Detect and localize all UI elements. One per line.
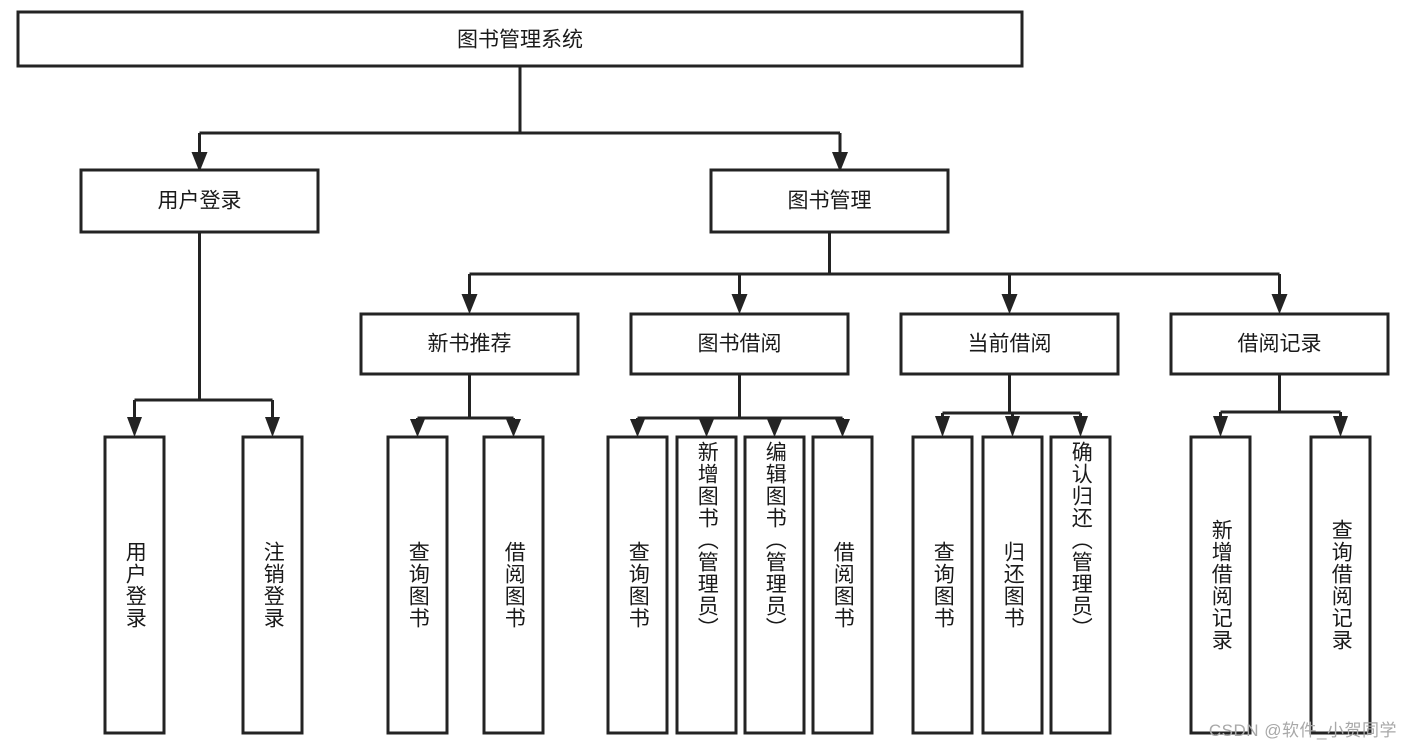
node-borrow-record-label: 借阅记录 bbox=[1238, 333, 1322, 356]
arrow-to-current-borrow bbox=[1001, 294, 1018, 314]
arrow-to-book-management bbox=[832, 152, 848, 172]
arrow-to-leaf-borrow-book-2 bbox=[835, 419, 850, 437]
node-book-management-label: 图书管理 bbox=[788, 190, 872, 213]
arrow-to-leaf-edit-book bbox=[767, 419, 782, 437]
node-leaf-query-book-1-box[interactable] bbox=[386, 435, 449, 735]
node-leaf-add-book-box[interactable] bbox=[675, 435, 738, 735]
node-leaf-confirm-return-box[interactable] bbox=[1049, 435, 1112, 735]
arrow-to-leaf-add-book bbox=[699, 419, 714, 437]
arrow-to-borrow-record bbox=[1271, 294, 1288, 314]
arrow-to-leaf-user-login bbox=[127, 417, 142, 437]
node-root-box[interactable] bbox=[16, 10, 1024, 68]
node-leaf-borrow-book-1-box[interactable] bbox=[482, 435, 545, 735]
arrow-to-leaf-confirm-return bbox=[1073, 416, 1088, 437]
node-leaf-query-book-2-box[interactable] bbox=[606, 435, 669, 735]
node-leaf-edit-book-box[interactable] bbox=[743, 435, 806, 735]
connector-newbook-to-leaves bbox=[416, 374, 515, 421]
node-leaf-borrow-book-2-box[interactable] bbox=[811, 435, 874, 735]
connector-borrowrecord-to-leaves bbox=[1219, 374, 1342, 418]
node-root-label: 图书管理系统 bbox=[457, 29, 583, 52]
arrow-to-new-book-recommend bbox=[461, 294, 478, 314]
connector-currentborrow-to-leaves bbox=[941, 374, 1082, 418]
arrow-to-leaf-query-book-1 bbox=[410, 419, 425, 437]
connector-bookborrow-to-leaves bbox=[636, 374, 844, 421]
node-leaf-return-book-box[interactable] bbox=[981, 435, 1044, 735]
node-borrow-record-box[interactable] bbox=[1169, 312, 1390, 376]
connector-bookmgmt-to-bus bbox=[468, 232, 1281, 296]
node-leaf-logout-box[interactable] bbox=[241, 435, 304, 735]
arrow-to-leaf-query-record bbox=[1333, 416, 1348, 437]
arrow-to-user-login bbox=[191, 152, 208, 172]
node-leaf-query-book-3-box[interactable] bbox=[911, 435, 974, 735]
arrow-to-leaf-query-book-3 bbox=[935, 416, 950, 437]
connectors-layer bbox=[127, 66, 1348, 437]
arrow-to-book-borrow bbox=[731, 294, 748, 314]
node-user-login-box[interactable] bbox=[79, 168, 320, 234]
arrow-to-leaf-add-record bbox=[1213, 416, 1228, 437]
node-new-book-recommend-label: 新书推荐 bbox=[428, 333, 512, 356]
arrow-to-leaf-return-book bbox=[1005, 416, 1020, 437]
connector-root-to-bus bbox=[198, 66, 842, 154]
node-leaf-user-login-box[interactable] bbox=[103, 435, 166, 735]
node-book-management-box[interactable] bbox=[709, 168, 950, 234]
csdn-watermark: CSDN @软件_小贺同学 bbox=[1208, 721, 1397, 740]
connector-userlogin-to-leaves bbox=[133, 232, 274, 419]
node-book-borrow-box[interactable] bbox=[629, 312, 850, 376]
nodes-layer: 图书管理系统 用户登录 图书管理 新书推荐 图书借阅 当前借阅 借阅记录 bbox=[16, 10, 1390, 735]
arrow-to-leaf-query-book-2 bbox=[630, 419, 645, 437]
node-user-login-label: 用户登录 bbox=[158, 190, 242, 213]
node-leaf-add-record-box[interactable] bbox=[1189, 435, 1252, 735]
node-new-book-recommend-box[interactable] bbox=[359, 312, 580, 376]
node-book-borrow-label: 图书借阅 bbox=[698, 333, 782, 356]
arrow-to-leaf-borrow-book-1 bbox=[506, 419, 521, 437]
node-current-borrow-label: 当前借阅 bbox=[968, 333, 1052, 356]
node-leaf-query-record-box[interactable] bbox=[1309, 435, 1372, 735]
arrow-to-leaf-logout bbox=[265, 417, 280, 437]
node-current-borrow-box[interactable] bbox=[899, 312, 1120, 376]
